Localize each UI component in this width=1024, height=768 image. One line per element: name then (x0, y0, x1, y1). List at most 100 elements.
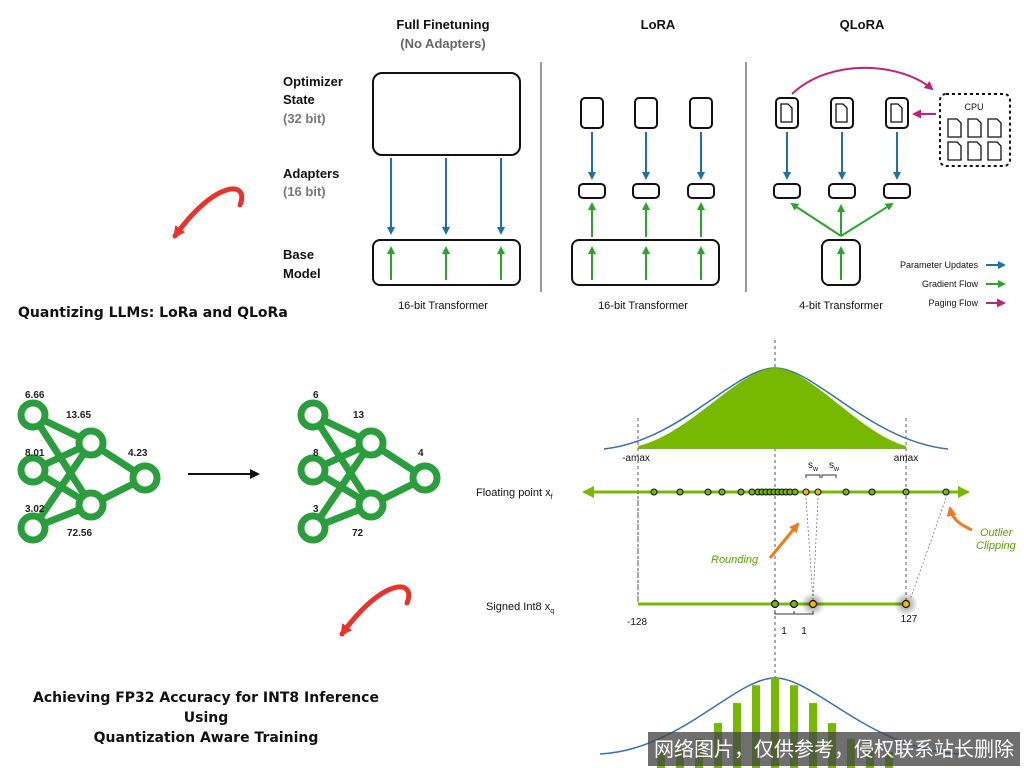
float-point (748, 488, 756, 496)
svg-text:Floating point xf: Floating point xf (476, 487, 553, 501)
network-node (129, 462, 161, 494)
float-point (802, 488, 810, 496)
weight-label: 6 (313, 390, 319, 401)
outlier-label-line1: Outlier (980, 527, 1014, 539)
adapter-box (578, 183, 606, 199)
page-icon (967, 141, 982, 161)
gradient-flow-arrow (840, 202, 894, 237)
weight-label: 72 (352, 528, 364, 539)
rounding-mapping-line (805, 497, 814, 601)
svg-text:sw: sw (808, 460, 819, 473)
page-icon (987, 141, 1002, 161)
float-point (676, 488, 684, 496)
page-icon (987, 118, 1002, 138)
weight-label: 8 (313, 448, 319, 459)
network-node (355, 489, 387, 521)
network-node (355, 427, 387, 459)
weight-label: 13 (353, 410, 365, 421)
cpu-label: CPU (964, 102, 983, 112)
row-label-model: Model (283, 266, 321, 281)
lora-comparison-diagram: Full Finetuning (No Adapters) LoRA QLoRA… (283, 17, 1011, 312)
float-axis-label: Floating point x (476, 487, 551, 499)
weight-label: 4 (418, 448, 424, 459)
int-point (770, 599, 780, 609)
svg-text:Signed Int8 xq: Signed Int8 xq (486, 601, 554, 615)
int-point-highlighted (901, 599, 911, 609)
float-point (868, 488, 876, 496)
optimizer-state-cell (580, 97, 604, 129)
float-point (791, 488, 799, 496)
amax-label: amax (894, 453, 918, 464)
page-icon (835, 103, 848, 123)
adapter-box (828, 183, 856, 199)
full-finetuning-subtitle: (No Adapters) (400, 36, 485, 51)
clipping-mapping-line (909, 497, 947, 601)
row-label-optimizer: Optimizer (283, 74, 343, 89)
scale-bracket (805, 474, 821, 478)
rounding-arrow-icon (768, 522, 800, 559)
page-icon (890, 103, 903, 123)
rounding-label: Rounding (711, 554, 759, 566)
network-node (297, 512, 329, 544)
curved-red-arrow-icon (172, 186, 245, 239)
page-icon (947, 141, 962, 161)
qlora-footer: 4-bit Transformer (799, 300, 883, 312)
int-min-label: -128 (627, 617, 647, 628)
page-icon (780, 103, 793, 123)
row-label-adapters-bits: (16 bit) (283, 184, 326, 199)
scale-label: s (808, 460, 813, 471)
float-point (650, 488, 658, 496)
float-sample-points (650, 488, 950, 496)
network-node (17, 399, 49, 431)
qlora-title: QLoRA (840, 17, 885, 32)
network-node (297, 454, 329, 486)
int8-quantization-figure: -amax amax sw sw Floating point xf Round… (476, 340, 1017, 768)
legend-parameter-updates: Parameter Updates (900, 260, 979, 270)
step-label: 1 (801, 626, 807, 637)
weight-label: 72.56 (67, 528, 92, 539)
adapter-box (883, 183, 911, 199)
row-label-optimizer-bits: (32 bit) (283, 111, 326, 126)
float-point (737, 488, 745, 496)
step-bracket (793, 611, 814, 615)
histogram-bar (790, 685, 798, 768)
full-finetuning-title: Full Finetuning (396, 17, 489, 32)
adapter-box (632, 183, 660, 199)
optimizer-state-cell (634, 97, 658, 129)
clipping-arrow-icon (946, 506, 973, 532)
gradient-flow-arrow (790, 202, 842, 237)
paging-flow-arrow (791, 66, 934, 95)
row-label-adapters: Adapters (283, 166, 339, 181)
network-node (409, 462, 441, 494)
svg-text:sw: sw (829, 460, 840, 473)
row-label-state: State (283, 92, 315, 107)
legend-paging-flow: Paging Flow (928, 298, 978, 308)
page-icon (947, 118, 962, 138)
watermark-banner: 网络图片，仅供参考，侵权联系站长删除 (648, 732, 1020, 766)
weight-label: 13.65 (66, 410, 91, 421)
outlier-label-line2: Clipping (976, 540, 1017, 552)
optimizer-state-cell (689, 97, 713, 129)
network-node (17, 512, 49, 544)
int-point-highlighted (808, 599, 818, 609)
histogram-bar (771, 678, 779, 768)
int-max-label: 127 (901, 614, 918, 625)
weight-label: 6.66 (25, 390, 45, 401)
float-point (942, 488, 950, 496)
step-label: 1 (781, 626, 787, 637)
lora-footer: 16-bit Transformer (598, 300, 688, 312)
float-axis-sub: f (551, 494, 553, 501)
qat-caption-line2: Quantization Aware Training (93, 730, 319, 746)
page-icon (967, 118, 982, 138)
histogram-bar (752, 685, 760, 768)
scale-label-sub: w (812, 466, 819, 473)
float-network: 6.66 13.65 8.01 4.23 3.02 72.56 (17, 390, 161, 544)
weight-label: 3 (313, 504, 319, 515)
scale-label-sub: w (833, 466, 840, 473)
float-point (718, 488, 726, 496)
qat-caption-line1: Achieving FP32 Accuracy for INT8 Inferen… (33, 690, 379, 726)
qat-caption: Achieving FP32 Accuracy for INT8 Inferen… (10, 688, 402, 748)
int-point (789, 599, 799, 609)
float-point (842, 488, 850, 496)
step-bracket (774, 611, 795, 615)
